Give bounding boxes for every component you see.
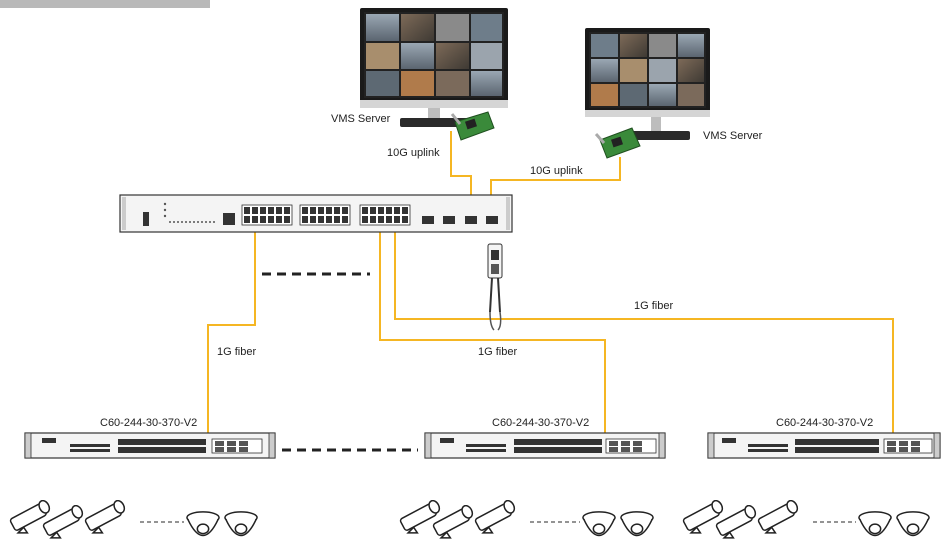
fiber-middle-line — [379, 232, 606, 438]
bullet-camera-icon — [83, 500, 128, 534]
header-bar — [0, 0, 210, 8]
fiber-middle-label: 1G fiber — [478, 346, 518, 358]
dome-camera-icon — [620, 511, 654, 537]
dome-camera-icon — [582, 511, 616, 537]
dome-camera-icon — [858, 511, 892, 537]
fiber-links — [207, 131, 894, 440]
fiber-right-label: 1G fiber — [634, 300, 674, 312]
nic-card-right — [594, 127, 641, 159]
uplink-left-label: 10G uplink — [387, 147, 440, 159]
core-switch — [119, 194, 513, 233]
access-switch-middle — [424, 432, 666, 459]
camera-group-left — [8, 500, 258, 539]
switch-middle-model-label: C60-244-30-370-V2 — [492, 417, 590, 429]
video-wall-left — [366, 14, 502, 96]
fiber-patch-cable — [487, 243, 503, 331]
vms-monitor-left — [360, 8, 508, 127]
camera-group-middle — [398, 500, 654, 539]
core-sfp-ports — [241, 204, 498, 226]
video-wall-right — [591, 34, 704, 106]
bullet-camera-icon — [756, 500, 801, 534]
camera-group-right — [681, 500, 930, 539]
fiber-left-line — [207, 232, 256, 440]
vms-server-left-label: VMS Server — [331, 113, 391, 125]
access-switch-right — [707, 432, 941, 459]
switch-left-model-label: C60-244-30-370-V2 — [100, 417, 198, 429]
bullet-camera-icon — [473, 500, 518, 534]
dome-camera-icon — [896, 511, 930, 537]
vms-monitor-right — [585, 28, 710, 140]
nic-card-left — [450, 111, 495, 141]
dome-camera-icon — [186, 511, 220, 537]
dome-camera-icon — [224, 511, 258, 537]
vms-server-right-label: VMS Server — [703, 130, 763, 142]
switch-right-model-label: C60-244-30-370-V2 — [776, 417, 874, 429]
fiber-left-label: 1G fiber — [217, 346, 257, 358]
fiber-right-line — [394, 232, 894, 438]
uplink-right-label: 10G uplink — [530, 165, 583, 177]
access-switch-left — [24, 432, 276, 459]
